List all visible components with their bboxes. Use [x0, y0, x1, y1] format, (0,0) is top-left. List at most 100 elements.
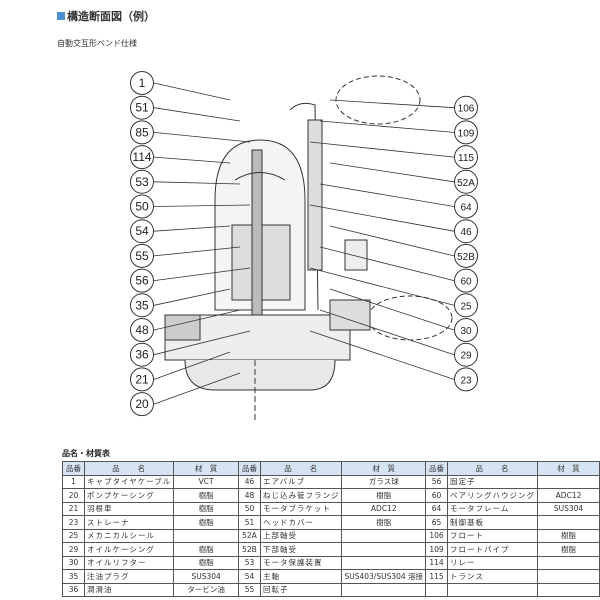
callout-circle [454, 243, 478, 268]
callout-label: 36 [135, 348, 149, 362]
callout-label: 56 [135, 274, 149, 288]
part-number: 52B [238, 542, 261, 557]
header-material: 材 質 [537, 461, 600, 476]
callout-circle [454, 268, 478, 293]
callout-circle [454, 95, 478, 120]
callout-circle [454, 293, 478, 318]
leader-line [153, 351, 231, 380]
part-number: 53 [238, 555, 261, 570]
leader-line [329, 288, 455, 331]
part-name: リレー [447, 555, 539, 570]
part-name: 羽根車 [83, 501, 175, 516]
part-material: SUS304 [537, 501, 600, 516]
callout-label: 54 [135, 224, 149, 238]
part-material: 樹脂 [173, 515, 239, 530]
part-number: 1 [62, 474, 85, 489]
leader-line [153, 82, 231, 101]
part-number: 64 [425, 501, 449, 516]
part-material [173, 528, 239, 543]
callout-label: 23 [460, 375, 472, 386]
part-number: 52A [238, 528, 261, 543]
callout-label: 30 [460, 326, 472, 337]
bullet-square-icon [57, 12, 65, 20]
leader-line [319, 309, 455, 356]
part-name: ストレーナ [83, 515, 175, 530]
part-number: 56 [425, 474, 449, 489]
callout-label: 53 [135, 175, 149, 189]
leader-line [319, 183, 455, 207]
header-no: 品番 [62, 461, 85, 476]
leader-line [329, 225, 455, 257]
part-name: オイルリフター [83, 555, 175, 570]
leader-line [153, 156, 231, 164]
part-material [537, 515, 600, 530]
part-name: トランス [447, 569, 539, 584]
part-material: VCT [173, 474, 239, 489]
callout-label: 52A [457, 178, 475, 189]
leader-line [329, 99, 455, 109]
part-number: 23 [62, 515, 85, 530]
callout-circle [130, 392, 154, 417]
callout-circle [130, 219, 154, 244]
spec-subtitle: 自動交互形ベンド仕様 [57, 39, 137, 48]
callout-label: 85 [135, 125, 149, 139]
callout-circle [130, 194, 154, 219]
part-name: 主軸 [259, 569, 343, 584]
callout-label: 115 [458, 153, 474, 164]
pump-body-drawing [164, 75, 453, 420]
part-material [341, 542, 427, 557]
section-title: 構造断面図（例） [57, 8, 155, 24]
callout-label: 35 [135, 298, 149, 312]
part-material: SUS304 [173, 569, 239, 584]
part-number: 25 [62, 528, 85, 543]
part-name: ポンプケーシング [83, 488, 175, 503]
part-name: メカニカルシール [83, 528, 175, 543]
part-material [341, 528, 427, 543]
callout-circle [454, 145, 478, 170]
callout-circle [130, 169, 154, 194]
callout-label: 48 [135, 323, 149, 337]
callout-circle [454, 194, 478, 219]
part-name: ヘッドカバー [259, 515, 343, 530]
part-name: フロート [447, 528, 539, 543]
table-header-row: 品番品 名材 質品番品 名材 質品番品 名材 質 [62, 461, 600, 476]
part-name: モータフレーム [447, 501, 539, 516]
part-material [341, 555, 427, 570]
callout-label: 25 [460, 301, 472, 312]
callout-circle [454, 318, 478, 342]
table-caption: 品名・材質表 [62, 449, 110, 458]
callout-circle [454, 219, 478, 244]
callout-circle [130, 342, 154, 367]
leader-line [329, 162, 455, 183]
leader-line [153, 330, 251, 356]
leader-line [153, 132, 251, 143]
part-number: 46 [238, 474, 261, 489]
callout-label: 1 [139, 76, 146, 90]
part-name: 制御基板 [447, 515, 539, 530]
part-name: 潤滑油 [83, 582, 175, 597]
part-material: 樹脂 [537, 528, 600, 543]
callout-label: 106 [458, 104, 475, 115]
callout-circle [454, 120, 478, 145]
callout-circle [130, 243, 154, 268]
callout-circle [454, 169, 478, 194]
part-number: 109 [425, 542, 449, 557]
leader-line [309, 204, 455, 232]
part-number: 36 [62, 582, 85, 597]
section-title-text: 構造断面図（例） [67, 10, 155, 23]
part-name: フロートパイプ [447, 542, 539, 557]
callout-circle [454, 342, 478, 367]
leader-line [153, 372, 241, 405]
part-name: 回転子 [259, 582, 343, 597]
leader-line [309, 330, 455, 380]
part-number [425, 582, 449, 597]
part-number: 20 [62, 488, 85, 503]
part-name: キャプタイヤケーブル [83, 474, 175, 489]
callout-label: 46 [460, 227, 472, 238]
callout-label: 109 [458, 128, 475, 139]
